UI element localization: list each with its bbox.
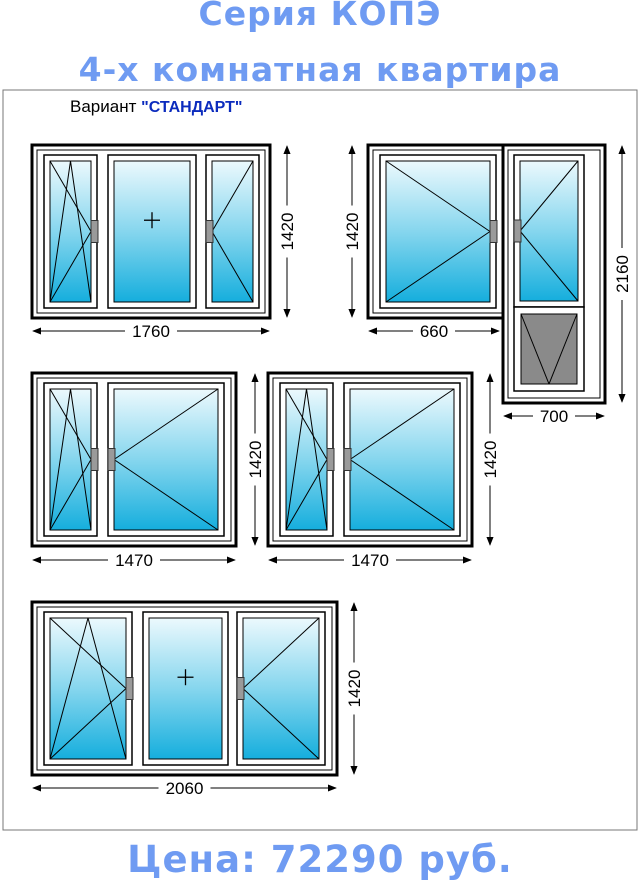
dimension-label: 2160 (613, 255, 632, 293)
glass-pane (519, 160, 579, 302)
glass-pane (285, 388, 328, 531)
dimension-label: 1420 (481, 441, 500, 479)
handle (107, 448, 116, 471)
svg-text:Вариант "СТАНДАРТ": Вариант "СТАНДАРТ" (70, 97, 243, 116)
price: Цена: 72290 руб. (127, 838, 513, 881)
handle (343, 448, 352, 471)
sash-turn (379, 154, 498, 309)
sash-turn (107, 382, 225, 537)
window-1 (30, 143, 272, 320)
balcony-door (501, 143, 607, 405)
dim-w3-height: 1420 (246, 373, 265, 546)
window-5 (30, 600, 339, 777)
sash-turn (513, 154, 585, 308)
handle (489, 220, 498, 243)
glass-pane (242, 617, 320, 760)
sash-fixed (142, 611, 229, 766)
dimension-label: 660 (420, 322, 448, 341)
handle (125, 677, 134, 700)
apartment-title: 4-х комнатная квартира (78, 50, 562, 89)
series-title: Серия КОПЭ (198, 0, 442, 33)
dim-w5-height: 1420 (345, 602, 364, 775)
handle (513, 219, 522, 243)
dimension-label: 2060 (166, 779, 204, 798)
glass-pane (49, 617, 127, 760)
dim-w4-height: 1420 (481, 373, 500, 546)
sash-turn (205, 154, 260, 309)
dimension-label: 1760 (132, 322, 170, 341)
sash-tilt (43, 154, 99, 309)
glass-pane (113, 160, 191, 303)
sash-turn (236, 611, 326, 766)
dimension-label: 1420 (343, 213, 362, 251)
variant-label: Вариант (70, 97, 137, 116)
sash-tilt (43, 611, 134, 766)
glass-pane (349, 388, 455, 531)
window-3 (30, 371, 238, 548)
window-4 (266, 371, 474, 548)
dimension-label: 1420 (246, 441, 265, 479)
dim-w1-height: 1420 (278, 145, 297, 318)
dim-w1-width: 1760 (32, 322, 270, 341)
dim-door-height: 2160 (613, 145, 632, 403)
dimension-label: 1420 (278, 213, 297, 251)
handle (326, 448, 335, 471)
sash-turn (343, 382, 461, 537)
glass-pane (113, 388, 219, 531)
glass-pane (211, 160, 254, 303)
dim-w4-width: 1470 (268, 551, 472, 570)
dim-door-width: 700 (503, 407, 605, 426)
glass-pane (49, 160, 92, 303)
dimension-label: 700 (540, 407, 568, 426)
sash-tilt (43, 382, 99, 537)
dim-w2-height: 1420 (343, 145, 362, 318)
windows-drawing: Вариант "СТАНДАРТ" 1760 1420 660 1420 700 216… (2, 89, 638, 831)
glass-pane (148, 617, 223, 760)
dim-w2-width: 660 (368, 322, 500, 341)
dimension-label: 1470 (351, 551, 389, 570)
dimension-label: 1420 (345, 670, 364, 708)
sash-tilt (279, 382, 335, 537)
dim-w5-width: 2060 (32, 779, 337, 798)
glass-pane (49, 388, 92, 531)
dim-w3-width: 1470 (32, 551, 236, 570)
handle (236, 677, 245, 700)
handle (205, 220, 214, 243)
handle (90, 220, 99, 243)
handle (90, 448, 99, 471)
dimension-label: 1470 (115, 551, 153, 570)
sash-fixed (107, 154, 197, 309)
glass-pane (385, 160, 491, 303)
variant-name: "СТАНДАРТ" (141, 99, 242, 116)
window-2 (366, 143, 510, 320)
door-panel (520, 313, 578, 385)
